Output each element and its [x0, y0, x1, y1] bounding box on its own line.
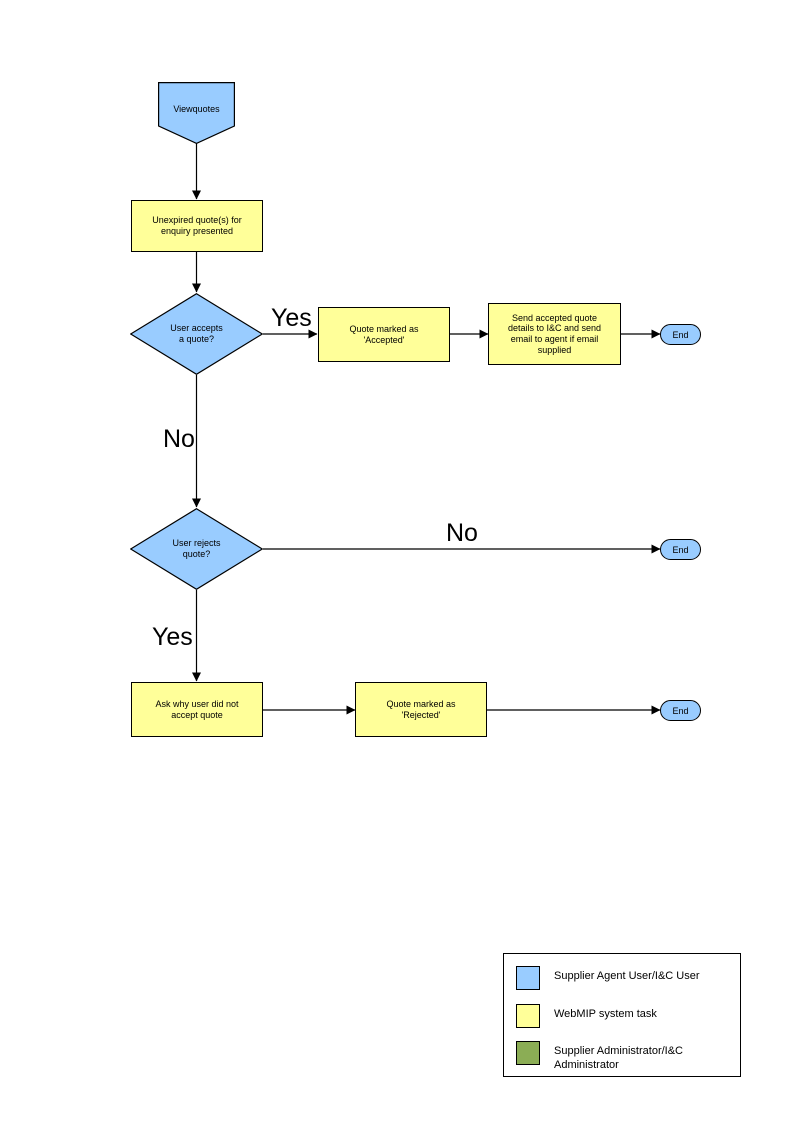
process-send-accepted-quote-details-label: Send accepted quote details to I&C and s… — [507, 312, 602, 355]
legend-label-supplier-agent: Supplier Agent User/I&C User — [554, 970, 700, 982]
process-unexpired-quotes[interactable]: Unexpired quote(s) for enquiry presented — [131, 200, 263, 252]
process-quote-marked-rejected[interactable]: Quote marked as 'Rejected' — [355, 682, 487, 737]
process-ask-why-not-accepted-label: Ask why user did not accept quote — [155, 698, 239, 720]
decision-user-rejects-quote-label: User rejects quote? — [172, 538, 221, 559]
start-node-viewquotes[interactable]: Viewquotes — [158, 82, 235, 144]
legend-swatch-green — [516, 1041, 540, 1065]
legend-item-supplier-admin: Supplier Administrator/I&C Administrator — [516, 1041, 683, 1073]
edge-label-rejects-no: No — [446, 519, 478, 547]
terminator-end-accept[interactable]: End — [660, 324, 701, 345]
process-send-accepted-quote-details[interactable]: Send accepted quote details to I&C and s… — [488, 303, 621, 365]
process-quote-marked-accepted-label: Quote marked as 'Accepted' — [349, 323, 419, 345]
edge-label-accepts-yes: Yes — [271, 304, 312, 332]
decision-user-accepts-quote[interactable]: User accepts a quote? — [130, 293, 263, 375]
legend-label-supplier-admin: Supplier Administrator/I&C Administrator — [554, 1045, 683, 1071]
process-quote-marked-accepted[interactable]: Quote marked as 'Accepted' — [318, 307, 450, 362]
legend-swatch-yellow — [516, 1004, 540, 1028]
legend-box: Supplier Agent User/I&C User WebMIP syst… — [503, 953, 741, 1077]
legend-item-webmip-task: WebMIP system task — [516, 1004, 657, 1028]
process-ask-why-not-accepted[interactable]: Ask why user did not accept quote — [131, 682, 263, 737]
edge-label-accepts-no: No — [163, 425, 195, 453]
legend-label-webmip-task: WebMIP system task — [554, 1008, 657, 1020]
terminator-end-reject[interactable]: End — [660, 700, 701, 721]
decision-shape-diamond — [130, 293, 263, 375]
legend-swatch-blue — [516, 966, 540, 990]
terminator-end-no-reject[interactable]: End — [660, 539, 701, 560]
start-node-label: Viewquotes — [173, 104, 220, 114]
terminator-end-accept-label: End — [672, 329, 689, 340]
start-shape-pentagon — [158, 82, 235, 144]
process-unexpired-quotes-label: Unexpired quote(s) for enquiry presented — [152, 215, 242, 236]
terminator-end-no-reject-label: End — [672, 544, 689, 555]
process-quote-marked-rejected-label: Quote marked as 'Rejected' — [386, 698, 456, 720]
terminator-end-reject-label: End — [672, 705, 689, 716]
decision-shape-diamond — [130, 508, 263, 590]
decision-user-accepts-quote-label: User accepts a quote? — [170, 323, 223, 344]
edge-label-rejects-yes: Yes — [152, 623, 193, 651]
decision-user-rejects-quote[interactable]: User rejects quote? — [130, 508, 263, 590]
legend-item-supplier-agent: Supplier Agent User/I&C User — [516, 966, 700, 990]
